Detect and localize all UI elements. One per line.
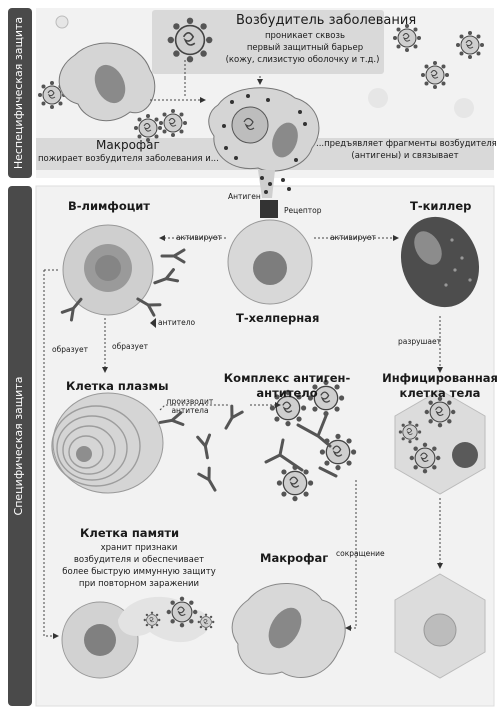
activates-left-label: активирует (176, 233, 222, 242)
infected-title-line2: клетка тела (399, 386, 481, 400)
macrophage-shape (58, 42, 156, 122)
specific-section-label: Специфическая защита (12, 376, 25, 516)
t-killer-title: Т-киллер (410, 199, 472, 213)
infected-cell (394, 389, 486, 495)
forms-label-1: образует (112, 342, 148, 351)
infected-title-line1: Инфицированная (382, 371, 498, 385)
pathogen-desc-line1: проникает сквозь (264, 31, 345, 41)
b-lymphocyte-cell (62, 224, 154, 316)
plasma-cell (51, 392, 164, 494)
receptor-label: Рецептор (284, 206, 322, 215)
destroys-label: разрушает (398, 337, 441, 346)
antigen-label: Антиген (228, 192, 261, 201)
nonspecific-section-label: Неспецифическая защита (12, 16, 25, 170)
complex-title-line2: антитело (256, 386, 318, 400)
macrophage-bottom-shape (231, 583, 346, 678)
b-lymphocyte-title: В-лимфоцит (68, 199, 150, 213)
macrophage-eating-shape (208, 87, 320, 172)
memory-desc-line4: при повторном заражении (78, 579, 200, 589)
macrophage-title: Макрофаг (96, 138, 160, 152)
produces-label-line1: производит (166, 397, 214, 406)
antigen-antibody-complex (264, 379, 357, 502)
memory-desc-line2: возбудителя и обеспечивает (73, 555, 205, 565)
reduction-label: сокращение (336, 549, 385, 558)
memory-title: Клетка памяти (80, 526, 180, 540)
t-helper-title: Т-хелперная (236, 311, 320, 325)
macrophage-bottom-title: Макрофаг (260, 551, 329, 565)
pathogen-box (152, 10, 384, 74)
pathogen-desc-line2: первый защитный барьер (246, 43, 364, 53)
presents-desc-line1: ...предъявляет фрагменты возбудителя (316, 139, 497, 149)
antibody-label: антитело (158, 318, 196, 327)
produces-label-line2: антитела (171, 406, 209, 415)
sidebar-nonspecific (8, 8, 32, 178)
memory-desc-line3: более быструю иммунную защиту (62, 567, 216, 577)
presents-desc-line2: (антигены) и связывает (351, 151, 459, 161)
macrophage-desc: пожирает возбудителя заболевания и... (38, 154, 219, 164)
activates-right-label: активирует (330, 233, 376, 242)
t-killer-cell (400, 216, 480, 308)
receptor-block (260, 200, 278, 218)
forms-label-2: образует (52, 345, 88, 354)
pathogen-title: Возбудитель заболевания (236, 13, 417, 28)
t-helper-cell (227, 219, 313, 305)
sidebar-specific (8, 186, 32, 706)
pathogen-desc-line3: (кожу, слизистую оболочку и т.д.) (225, 55, 380, 65)
memory-desc-line1: хранит признаки (100, 543, 178, 553)
complex-title-line1: Комплекс антиген- (223, 371, 351, 385)
memory-cell (61, 596, 215, 679)
plasma-title: Клетка плазмы (66, 379, 169, 393)
destroyed-cell (394, 573, 486, 679)
